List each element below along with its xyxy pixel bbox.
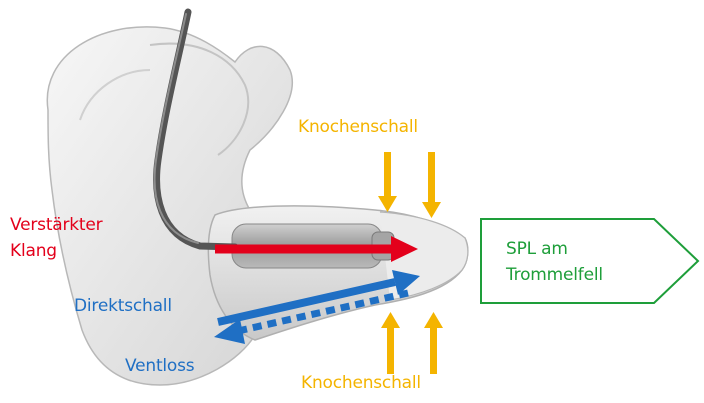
spl-eardrum-label-line1: SPL am bbox=[506, 236, 603, 262]
bone-conduction-arrow-shaft bbox=[430, 326, 437, 374]
bone-conduction-label-top: Knochenschall bbox=[298, 116, 418, 138]
amplified-sound-label: Verstärkter Klang bbox=[10, 212, 102, 264]
spl-eardrum-label-line2: Trommelfell bbox=[506, 262, 603, 288]
amplified-sound-label-line2: Klang bbox=[10, 238, 102, 264]
bone-conduction-arrow-shaft bbox=[384, 152, 391, 200]
direct-sound-label: Direktschall bbox=[74, 295, 172, 317]
bone-conduction-arrowhead-down bbox=[422, 202, 441, 218]
bone-conduction-arrowhead-up bbox=[424, 312, 443, 328]
bone-conduction-arrow-shaft bbox=[387, 326, 394, 374]
bone-conduction-arrow-shaft bbox=[428, 152, 435, 206]
amplified-sound-label-line1: Verstärkter bbox=[10, 212, 102, 238]
bone-conduction-arrowhead-down bbox=[378, 196, 397, 212]
bone-conduction-label-bottom: Knochenschall bbox=[301, 372, 421, 394]
bone-conduction-arrowhead-up bbox=[381, 312, 400, 328]
vent-loss-label: Ventloss bbox=[125, 355, 194, 377]
spl-eardrum-label: SPL am Trommelfell bbox=[506, 236, 603, 288]
